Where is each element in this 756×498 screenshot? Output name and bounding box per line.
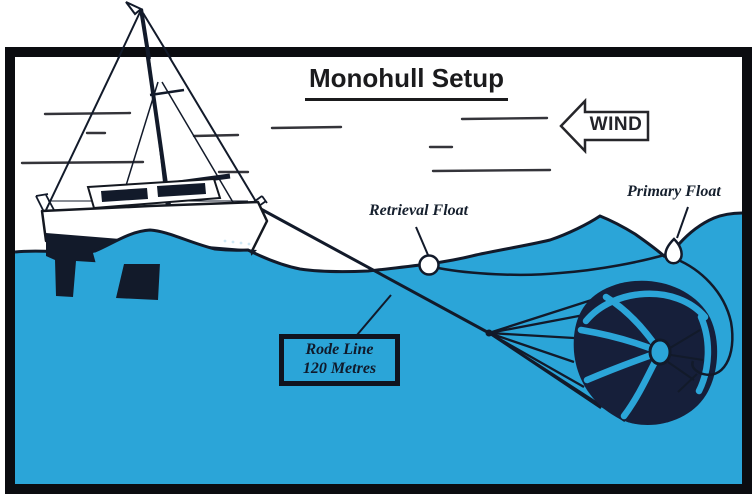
rode-line-box: Rode Line 120 Metres — [279, 334, 400, 386]
diagram-title: Monohull Setup — [305, 63, 508, 101]
water — [15, 213, 742, 484]
rode-line-text: Rode Line — [305, 341, 374, 359]
label-pointers — [356, 206, 689, 336]
wind-streaks-icon — [20, 111, 552, 174]
wind-arrow-icon — [559, 97, 650, 155]
retrieval-float-label: Retrieval Float — [369, 202, 469, 219]
primary-float-label: Primary Float — [627, 183, 721, 200]
retrieval-float-icon — [418, 254, 440, 276]
primary-float-icon — [664, 237, 683, 265]
frame-border — [5, 47, 752, 494]
rode-length-text: 120 Metres — [302, 360, 377, 377]
wind-label: WIND — [589, 114, 643, 135]
masthead-above-frame — [117, 1, 172, 60]
trip-line — [675, 257, 734, 376]
retrieval-line — [437, 252, 669, 277]
sea-anchor-icon — [485, 257, 734, 426]
